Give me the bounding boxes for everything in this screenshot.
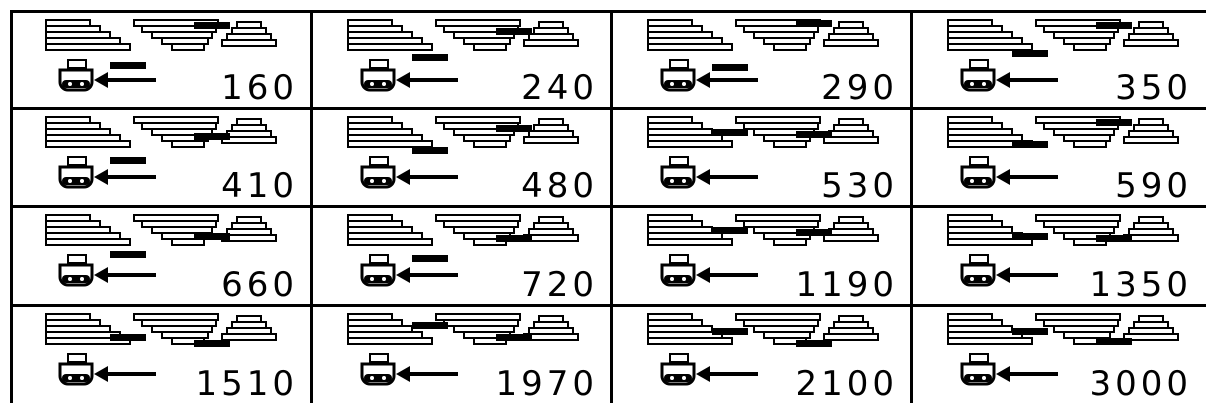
panel: 160 [10,10,312,107]
panel: 290 [612,10,912,107]
panel-label: 660 [221,268,298,302]
panel-label: 3000 [1089,367,1192,401]
grid-top-border [10,10,1206,13]
panel-label: 590 [1115,169,1192,203]
panel: 1350 [912,205,1206,304]
grid-row-divider [10,205,1206,208]
panel-label: 1970 [495,367,598,401]
grid-row-divider [10,304,1206,307]
panel: 1510 [10,304,312,403]
grid-column-divider [310,10,313,403]
panel: 2100 [612,304,912,403]
panel: 480 [312,107,612,205]
panel: 660 [10,205,312,304]
panel: 1970 [312,304,612,403]
grid-row-divider [10,107,1206,110]
grid-column-divider [910,10,913,403]
panel-label: 2100 [795,367,898,401]
panel: 410 [10,107,312,205]
panel: 240 [312,10,612,107]
panel: 590 [912,107,1206,205]
panel-label: 720 [521,268,598,302]
grid-column-divider [610,10,613,403]
panel-label: 350 [1115,71,1192,105]
panel-label: 530 [821,169,898,203]
panel: 350 [912,10,1206,107]
grid-left-border [10,10,13,403]
panel: 530 [612,107,912,205]
panel: 3000 [912,304,1206,403]
panel-label: 480 [521,169,598,203]
panel-label: 290 [821,71,898,105]
panel-label: 1350 [1089,268,1192,302]
panel: 1190 [612,205,912,304]
panel-label: 240 [521,71,598,105]
panel-label: 1510 [195,367,298,401]
panel-label: 1190 [795,268,898,302]
panel: 720 [312,205,612,304]
panel-label: 410 [221,169,298,203]
panel-label: 160 [221,71,298,105]
